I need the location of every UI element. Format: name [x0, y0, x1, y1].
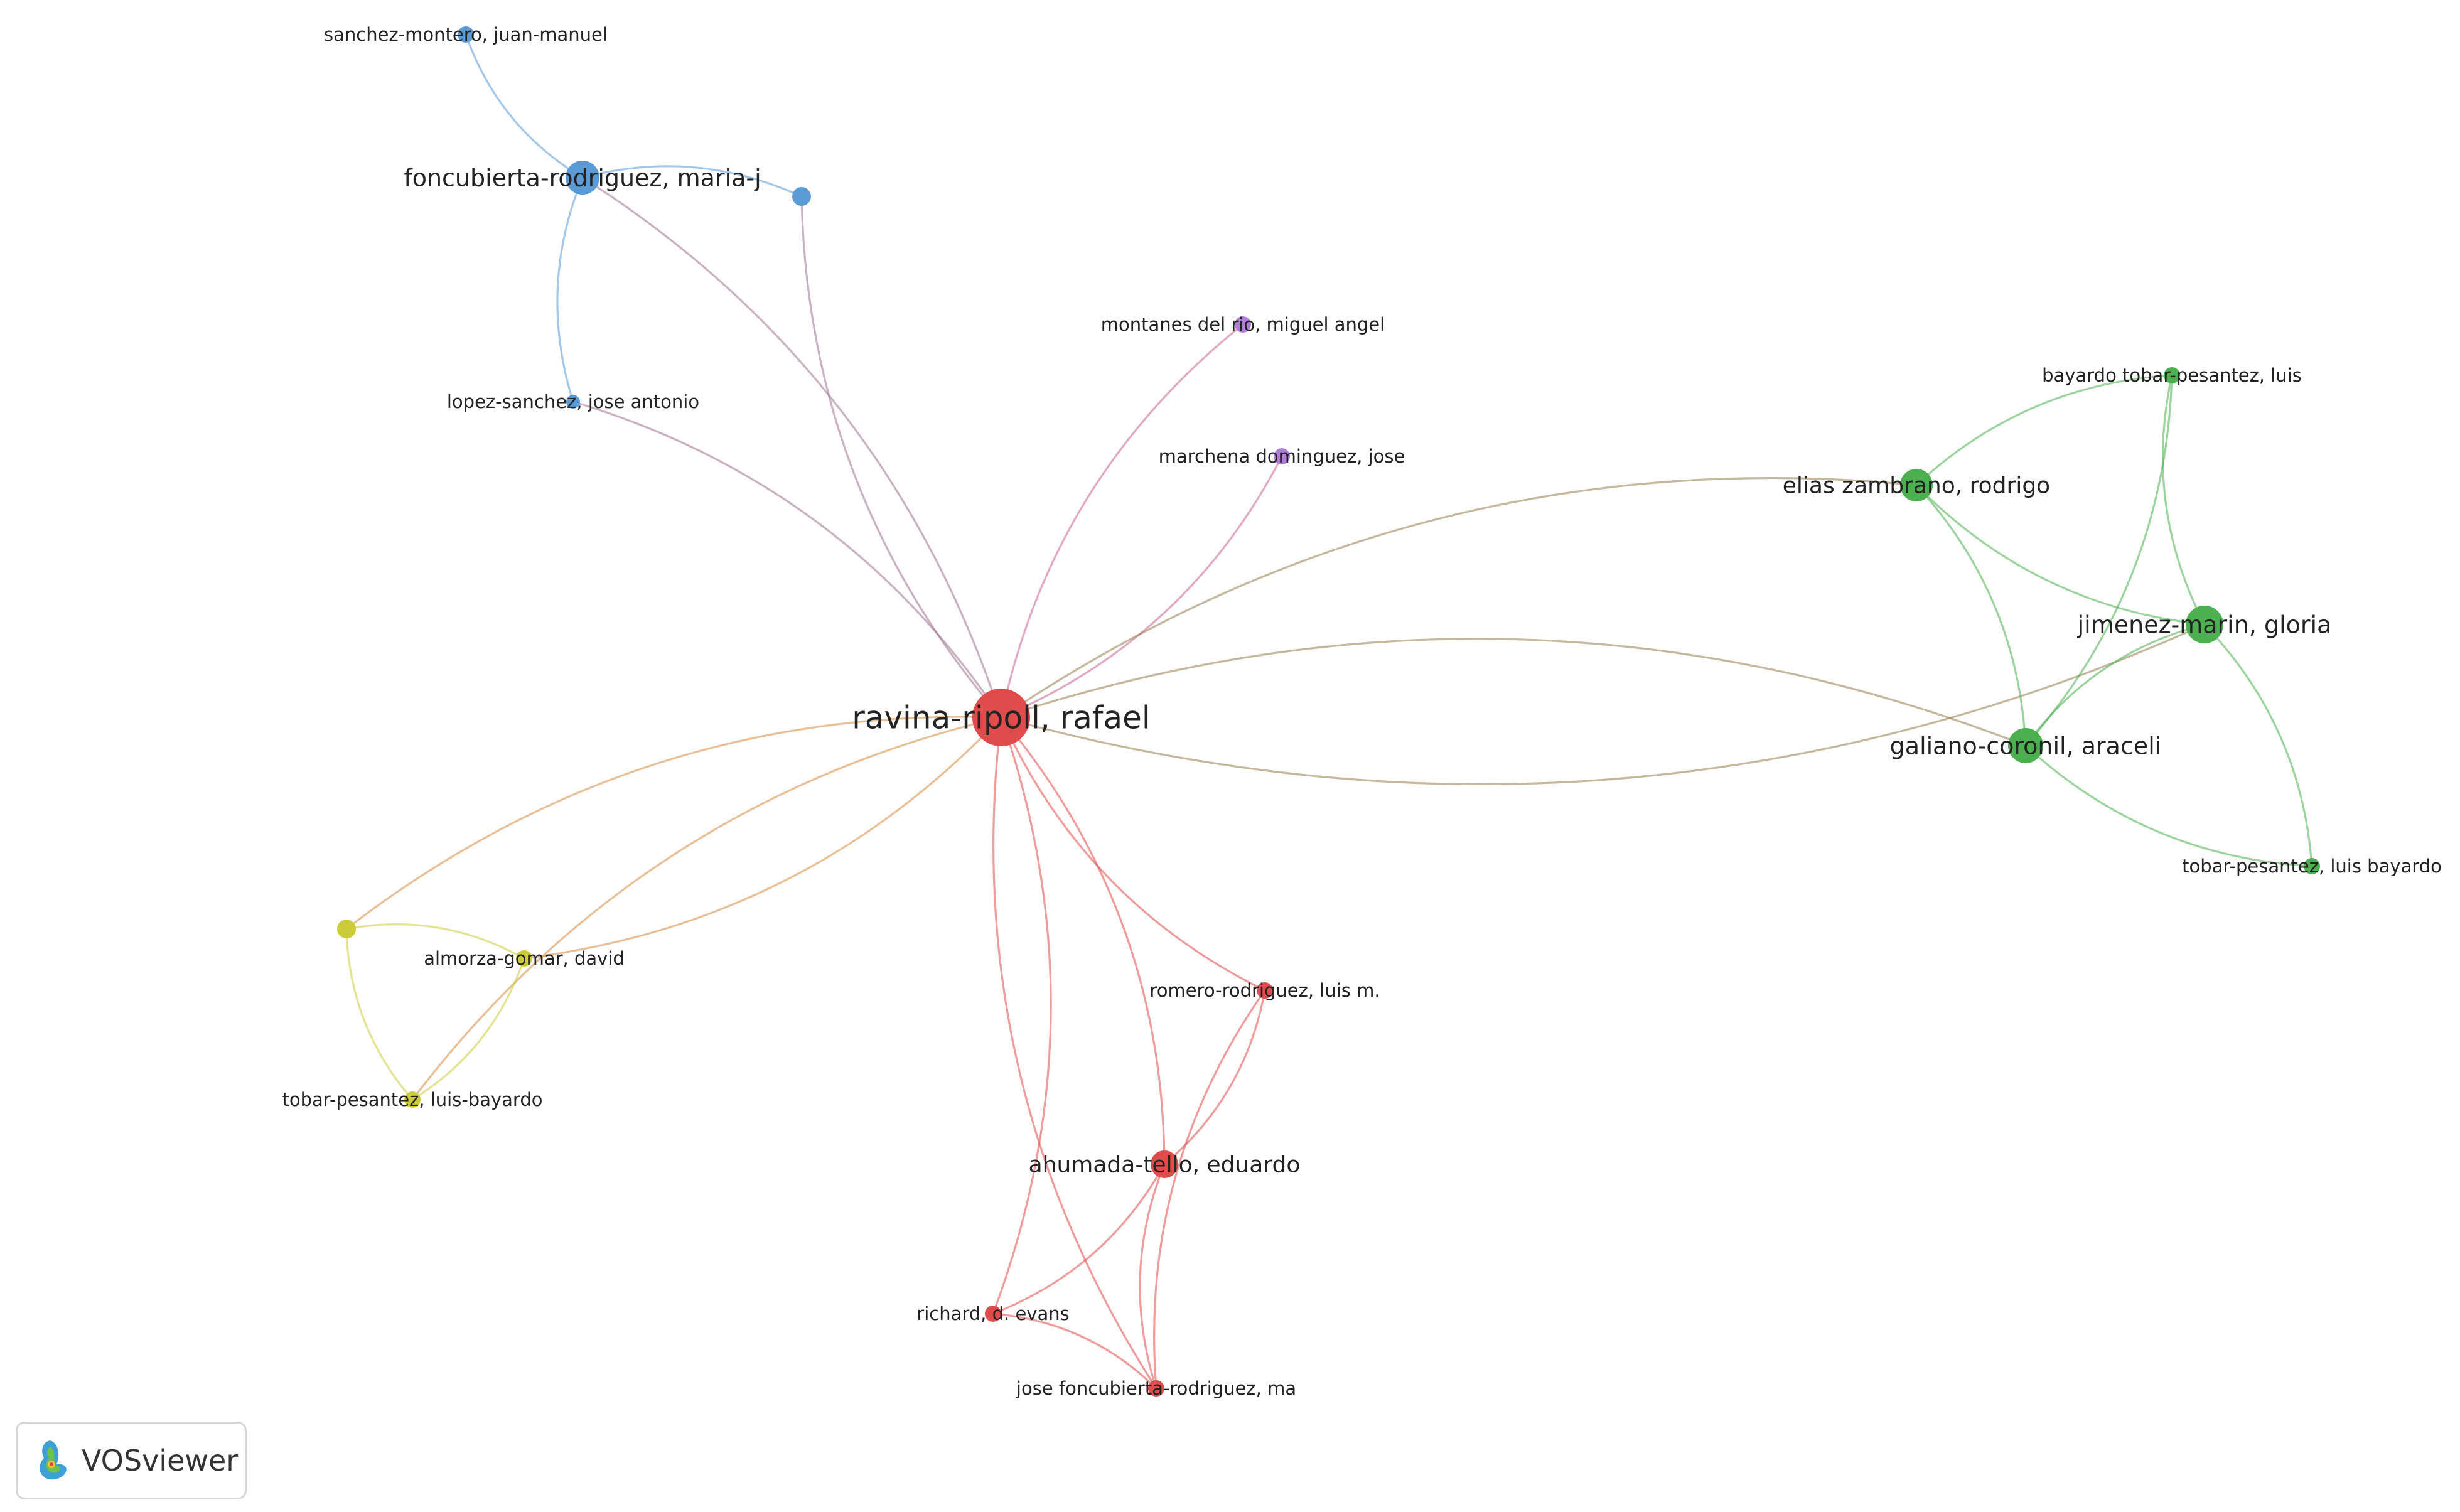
node-ravina[interactable]	[972, 689, 1030, 746]
edge-ravina-yellow_unl	[346, 716, 1002, 930]
edge-romero-josefonc	[1153, 990, 1266, 1389]
edge-jimenez-bayardo	[2161, 375, 2206, 625]
edge-ravina-richard	[992, 717, 1052, 1314]
edge-ravina-jimenez	[1001, 623, 2205, 786]
edge-yellow_unl-tobarhy	[345, 928, 414, 1101]
node-galiano[interactable]	[2008, 728, 2043, 763]
node-josefonc[interactable]	[1148, 1380, 1164, 1397]
vosviewer-logo-icon	[40, 1440, 67, 1480]
node-foncubierta[interactable]	[566, 161, 599, 195]
edge-richard-josefonc	[992, 1312, 1157, 1390]
node-label-ahumada: ahumada-tello, eduardo	[1029, 1152, 1301, 1178]
vosviewer-logo: VOSviewer	[16, 1422, 247, 1499]
edge-ahumada-romero	[1163, 990, 1266, 1166]
edge-elias-galiano	[1915, 484, 2027, 746]
node-label-lopez: lopez-sanchez, jose antonio	[447, 391, 699, 412]
edge-galiano-bayardo	[2024, 375, 2173, 747]
node-tobarhy[interactable]	[404, 1091, 421, 1108]
edge-elias-jimenez	[1915, 484, 2205, 626]
edge-layer	[345, 34, 2313, 1390]
edge-ravina-josefonc	[992, 717, 1157, 1389]
edge-ravina-ahumada	[1000, 716, 1166, 1165]
edge-ravina-elias	[1001, 476, 1917, 719]
edge-foncubierta-sanchez	[465, 34, 583, 179]
node-label-josefonc: jose foncubierta-rodriguez, ma	[1016, 1378, 1296, 1399]
node-label-jimenez: jimenez-marin, gloria	[2077, 611, 2332, 638]
node-almorza[interactable]	[516, 950, 532, 967]
node-label-foncubierta: foncubierta-rodriguez, maria-j	[404, 164, 761, 191]
node-label-montanes: montanes del rio, miguel angel	[1101, 314, 1385, 335]
node-label-galiano: galiano-coronil, araceli	[1890, 732, 2162, 759]
vosviewer-logo-text: VOSviewer	[82, 1444, 239, 1477]
node-layer	[337, 26, 2320, 1397]
edge-ravina-marchena	[1001, 456, 1283, 719]
node-label-bayardo: bayardo tobar-pesantez, luis	[2042, 365, 2302, 386]
edge-foncubierta-blue_unl	[582, 165, 802, 198]
node-romero[interactable]	[1257, 982, 1273, 999]
edge-almorza-tobarhy	[412, 958, 525, 1101]
label-layer: ravina-ripoll, rafael ahumada-tello, edua…	[282, 24, 2442, 1399]
edge-ravina-foncubierta	[582, 176, 1002, 718]
node-jimenez[interactable]	[2186, 606, 2223, 643]
edge-ahumada-josefonc	[1139, 1164, 1166, 1389]
edge-ravina-montanes	[1000, 323, 1243, 718]
edge-galiano-tobarlb	[2024, 744, 2312, 867]
node-sanchez[interactable]	[458, 26, 474, 43]
edge-ravina-galiano	[1001, 638, 2026, 747]
edge-ravina-lopez	[572, 400, 1002, 718]
node-label-tobarlb: tobar-pesantez, luis bayardo	[2182, 855, 2442, 877]
edge-ravina-tobarhy	[411, 716, 1002, 1100]
node-label-elias: elias zambrano, rodrigo	[1783, 473, 2050, 499]
node-label-marchena: marchena dominguez, jose	[1159, 446, 1405, 467]
edge-jimenez-tobarlb	[2203, 623, 2313, 867]
edge-foncubierta-lopez	[556, 177, 584, 402]
node-tobarlb[interactable]	[2304, 858, 2320, 874]
node-richard[interactable]	[985, 1306, 1001, 1322]
node-elias[interactable]	[1900, 469, 1933, 501]
edge-ahumada-richard	[992, 1164, 1166, 1315]
edge-ravina-blue_unl	[800, 196, 1002, 719]
node-label-romero: romero-rodriguez, luis m.	[1149, 980, 1380, 1001]
edge-elias-bayardo	[1915, 374, 2173, 486]
node-label-richard: richard, d. evans	[916, 1303, 1069, 1324]
edge-ravina-romero	[1000, 717, 1265, 992]
node-yellow_unl[interactable]	[337, 920, 356, 938]
node-montanes[interactable]	[1235, 316, 1251, 333]
node-label-tobarhy: tobar-pesantez, luis-bayardo	[282, 1089, 543, 1110]
node-marchena[interactable]	[1274, 448, 1290, 464]
node-label-almorza: almorza-gomar, david	[424, 948, 625, 969]
node-blue_unl[interactable]	[792, 187, 811, 206]
node-label-sanchez: sanchez-montero, juan-manuel	[324, 24, 608, 45]
edge-ravina-almorza	[524, 716, 1002, 960]
node-ahumada[interactable]	[1151, 1150, 1178, 1178]
node-lopez[interactable]	[566, 395, 580, 409]
node-bayardo[interactable]	[2164, 367, 2180, 383]
edge-yellow_unl-almorza	[346, 923, 525, 960]
node-label-ravina: ravina-ripoll, rafael	[852, 700, 1151, 736]
